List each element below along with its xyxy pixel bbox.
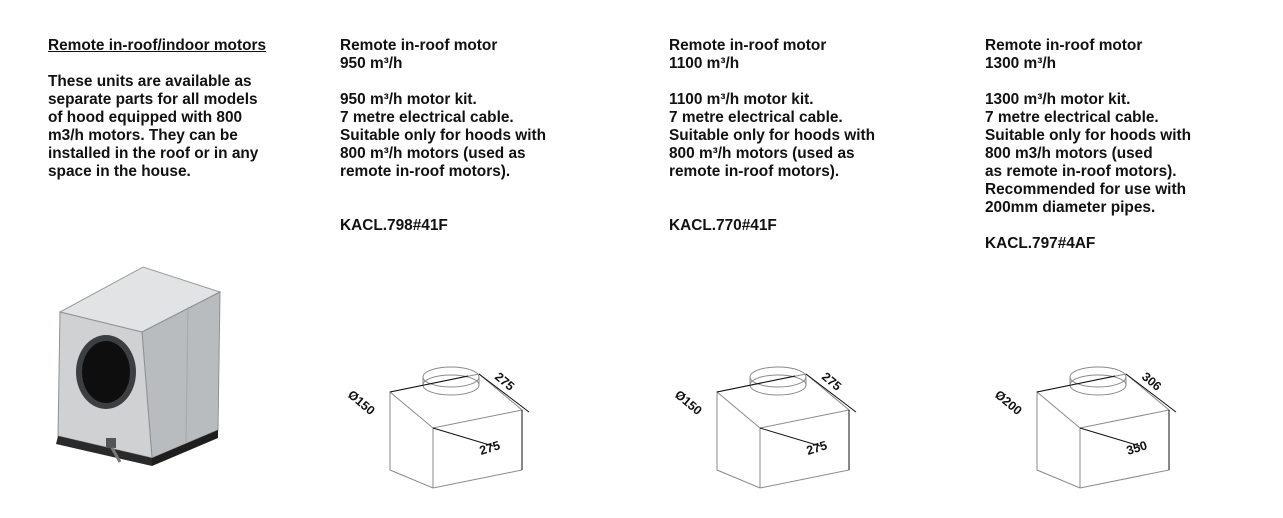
product-title: Remote in-roof motor	[669, 37, 827, 54]
product-capacity: 1300 m³/h	[985, 55, 1057, 72]
intro-line: separate parts for all models	[48, 91, 258, 108]
product-code: KACL.798#41F	[340, 217, 448, 234]
spec-line: 800 m³/h motors (used as	[340, 145, 526, 162]
depth-label: 275	[492, 370, 517, 394]
product-1100: Remote in-roof motor 1100 m³/h 1100 m³/h…	[669, 37, 969, 235]
spec-line: remote in-roof motors).	[669, 163, 840, 180]
product-code: KACL.770#41F	[669, 217, 777, 234]
width-label: 275	[805, 438, 829, 457]
depth-label: 275	[819, 370, 844, 394]
intro-column: Remote in-roof/indoor motors These units…	[48, 37, 313, 181]
spec-line: Suitable only for hoods with	[340, 127, 547, 144]
intro-line: These units are available as	[48, 73, 252, 90]
product-950: Remote in-roof motor 950 m³/h 950 m³/h m…	[340, 37, 640, 235]
depth-label: 306	[1139, 370, 1164, 394]
spec-line: Suitable only for hoods with	[669, 127, 876, 144]
width-label: 350	[1125, 438, 1149, 457]
product-title: Remote in-roof motor	[985, 37, 1143, 54]
section-title: Remote in-roof/indoor motors	[48, 37, 267, 54]
dimension-diagram-1100: Ø150 275 275 245	[672, 366, 860, 489]
spec-line: as remote in-roof motors).	[985, 163, 1177, 180]
intro-line: space in the house.	[48, 163, 191, 180]
spec-line: 800 m3/h motors (used	[985, 145, 1153, 162]
motor-unit-photo	[56, 266, 222, 466]
spec-line: Suitable only for hoods with	[985, 127, 1192, 144]
spec-line: 200mm diameter pipes.	[985, 199, 1156, 216]
product-capacity: 1100 m³/h	[669, 55, 740, 72]
dimension-diagram-1300: Ø200 306 350 277	[992, 366, 1180, 489]
spec-line: remote in-roof motors).	[340, 163, 511, 180]
spec-line: 7 metre electrical cable.	[340, 109, 514, 126]
product-capacity: 950 m³/h	[340, 55, 403, 72]
height-label: 245	[859, 444, 860, 465]
spec-line: 950 m³/h motor kit.	[340, 91, 477, 108]
diameter-label: Ø200	[992, 388, 1024, 418]
diameter-label: Ø150	[345, 388, 377, 418]
intro-line: m3/h motors. They can be	[48, 127, 238, 144]
spec-line: 800 m³/h motors (used as	[669, 145, 855, 162]
dimension-diagram-950: Ø150 275 275 245	[345, 366, 533, 489]
spec-line: 7 metre electrical cable.	[985, 109, 1159, 126]
spec-line: 1100 m³/h motor kit.	[669, 91, 814, 108]
width-label: 275	[478, 438, 502, 457]
diameter-label: Ø150	[672, 388, 704, 418]
height-label: 277	[1179, 444, 1180, 465]
product-title: Remote in-roof motor	[340, 37, 498, 54]
height-label: 245	[532, 444, 533, 465]
spec-line: 1300 m³/h motor kit.	[985, 91, 1131, 108]
intro-line: installed in the roof or in any	[48, 145, 259, 162]
product-code: KACL.797#4AF	[985, 235, 1096, 252]
spec-line: 7 metre electrical cable.	[669, 109, 843, 126]
intro-line: of hood equipped with 800	[48, 109, 243, 126]
product-1300: Remote in-roof motor 1300 m³/h 1300 m³/h…	[985, 37, 1275, 253]
spec-line: Recommended for use with	[985, 181, 1186, 198]
